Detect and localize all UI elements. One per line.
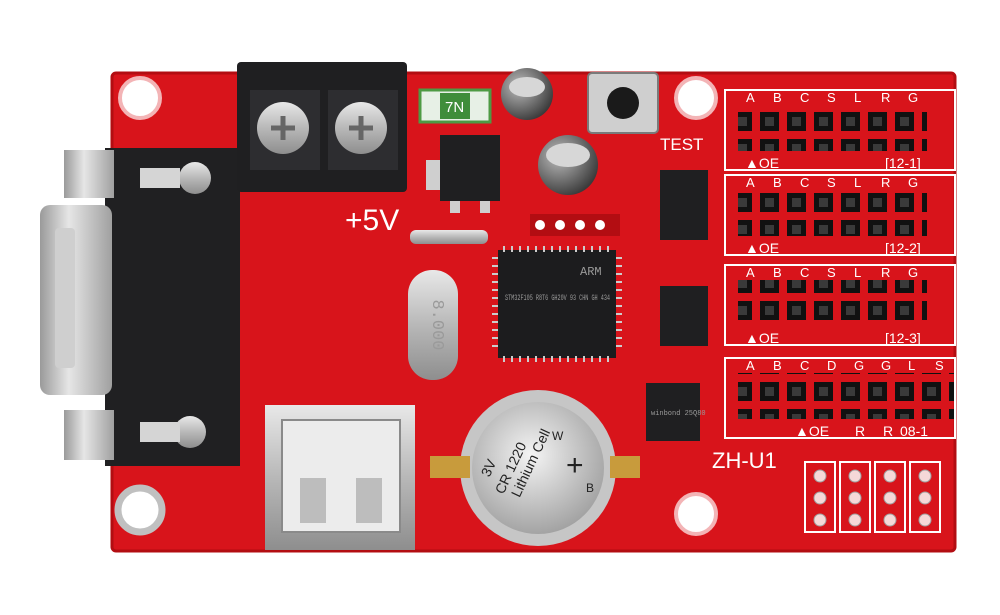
header-extra-label: R (883, 423, 893, 439)
header-pin-label: C (800, 90, 809, 105)
header-oe-label: ▲OE (745, 240, 779, 256)
header-pin-label: G (908, 90, 918, 105)
header-extra-label: R (855, 423, 865, 439)
screw-terminal (237, 62, 407, 192)
svg-text:B: B (586, 481, 594, 495)
header-pin-label: C (800, 175, 809, 190)
header-tag-label: [12-1] (885, 155, 921, 171)
header-pin-label: L (908, 358, 915, 373)
mounting-holes (114, 76, 718, 536)
header-08-1: A B C D G G L S ▲OE 08-1 R R (724, 357, 956, 439)
capacitors (501, 68, 598, 195)
svg-text:STM32F105 R8T6 GH20V 93 CHN GH: STM32F105 R8T6 GH20V 93 CHN GH 434 (505, 294, 610, 303)
header-oe-label: ▲OE (795, 423, 829, 439)
usb-port (265, 405, 415, 550)
jumper-blocks (804, 461, 941, 533)
header-pin-label: G (854, 358, 864, 373)
model-label: ZH-U1 (712, 448, 777, 473)
header-pin-label: R (881, 175, 890, 190)
test-button[interactable] (587, 72, 659, 134)
header-oe-label: ▲OE (745, 155, 779, 171)
crystal: 8.000 (408, 270, 458, 380)
header-pin-label: B (773, 358, 782, 373)
header-pin-label: L (854, 175, 861, 190)
header-pin-label: B (773, 265, 782, 280)
header-12-2: A B C S L R G ▲OE [12-2] (724, 174, 956, 256)
header-pin-label: S (827, 265, 836, 280)
svg-text:W: W (552, 429, 564, 443)
header-pin-label: R (881, 265, 890, 280)
voltage-regulator (426, 135, 500, 213)
db9-connector (40, 148, 240, 466)
header-pin-label: L (854, 265, 861, 280)
header-tag-label: [12-3] (885, 330, 921, 346)
header-pin-label: G (908, 175, 918, 190)
power-label: +5V (345, 204, 399, 237)
header-pin-label: G (881, 358, 891, 373)
svg-text:ARM: ARM (580, 265, 602, 279)
header-pin-label: B (773, 90, 782, 105)
header-pin-label: S (827, 175, 836, 190)
svg-text:winbond 25Q80: winbond 25Q80 (651, 410, 706, 418)
fuse: 7N (418, 88, 492, 124)
header-tag-label: 08-1 (900, 423, 928, 439)
test-label: TEST (660, 135, 703, 154)
header-pin-label: S (827, 90, 836, 105)
svg-text:3V: 3V (478, 456, 500, 479)
header-pin-label: G (908, 265, 918, 280)
header-oe-label: ▲OE (745, 330, 779, 346)
header-pin-label: C (800, 358, 809, 373)
svg-text:+: + (566, 449, 584, 482)
svg-text:8.000: 8.000 (427, 299, 446, 350)
header-pin-label: L (854, 90, 861, 105)
header-pin-label: C (800, 265, 809, 280)
header-tag-label: [12-2] (885, 240, 921, 256)
header-pin-label: A (746, 358, 755, 373)
header-pin-label: R (881, 90, 890, 105)
header-pin-label: A (746, 175, 755, 190)
header-pin-label: A (746, 265, 755, 280)
header-pin-label: S (935, 358, 944, 373)
mcu-chip: ARM STM32F105 R8T6 GH20V 93 CHN GH 434 (492, 246, 622, 362)
header-pin-label: B (773, 175, 782, 190)
header-12-1: A B C S L R G ▲OE [12-1] (724, 89, 956, 171)
header-12-3: A B C S L R G ▲OE [12-3] (724, 264, 956, 346)
header-blocks: A B C S L R G ▲OE [12-1] A B C S L R G ▲OE [12-2] A B C S L R G ▲… (724, 89, 956, 439)
debug-header (530, 214, 620, 236)
svg-text:7N: 7N (445, 99, 464, 116)
driver-chips: winbond 25Q80 (646, 170, 708, 441)
coin-battery: W + B Lithium Cell CR 1220 3V (430, 390, 640, 546)
header-pin-label: A (746, 90, 755, 105)
header-pin-label: D (827, 358, 836, 373)
